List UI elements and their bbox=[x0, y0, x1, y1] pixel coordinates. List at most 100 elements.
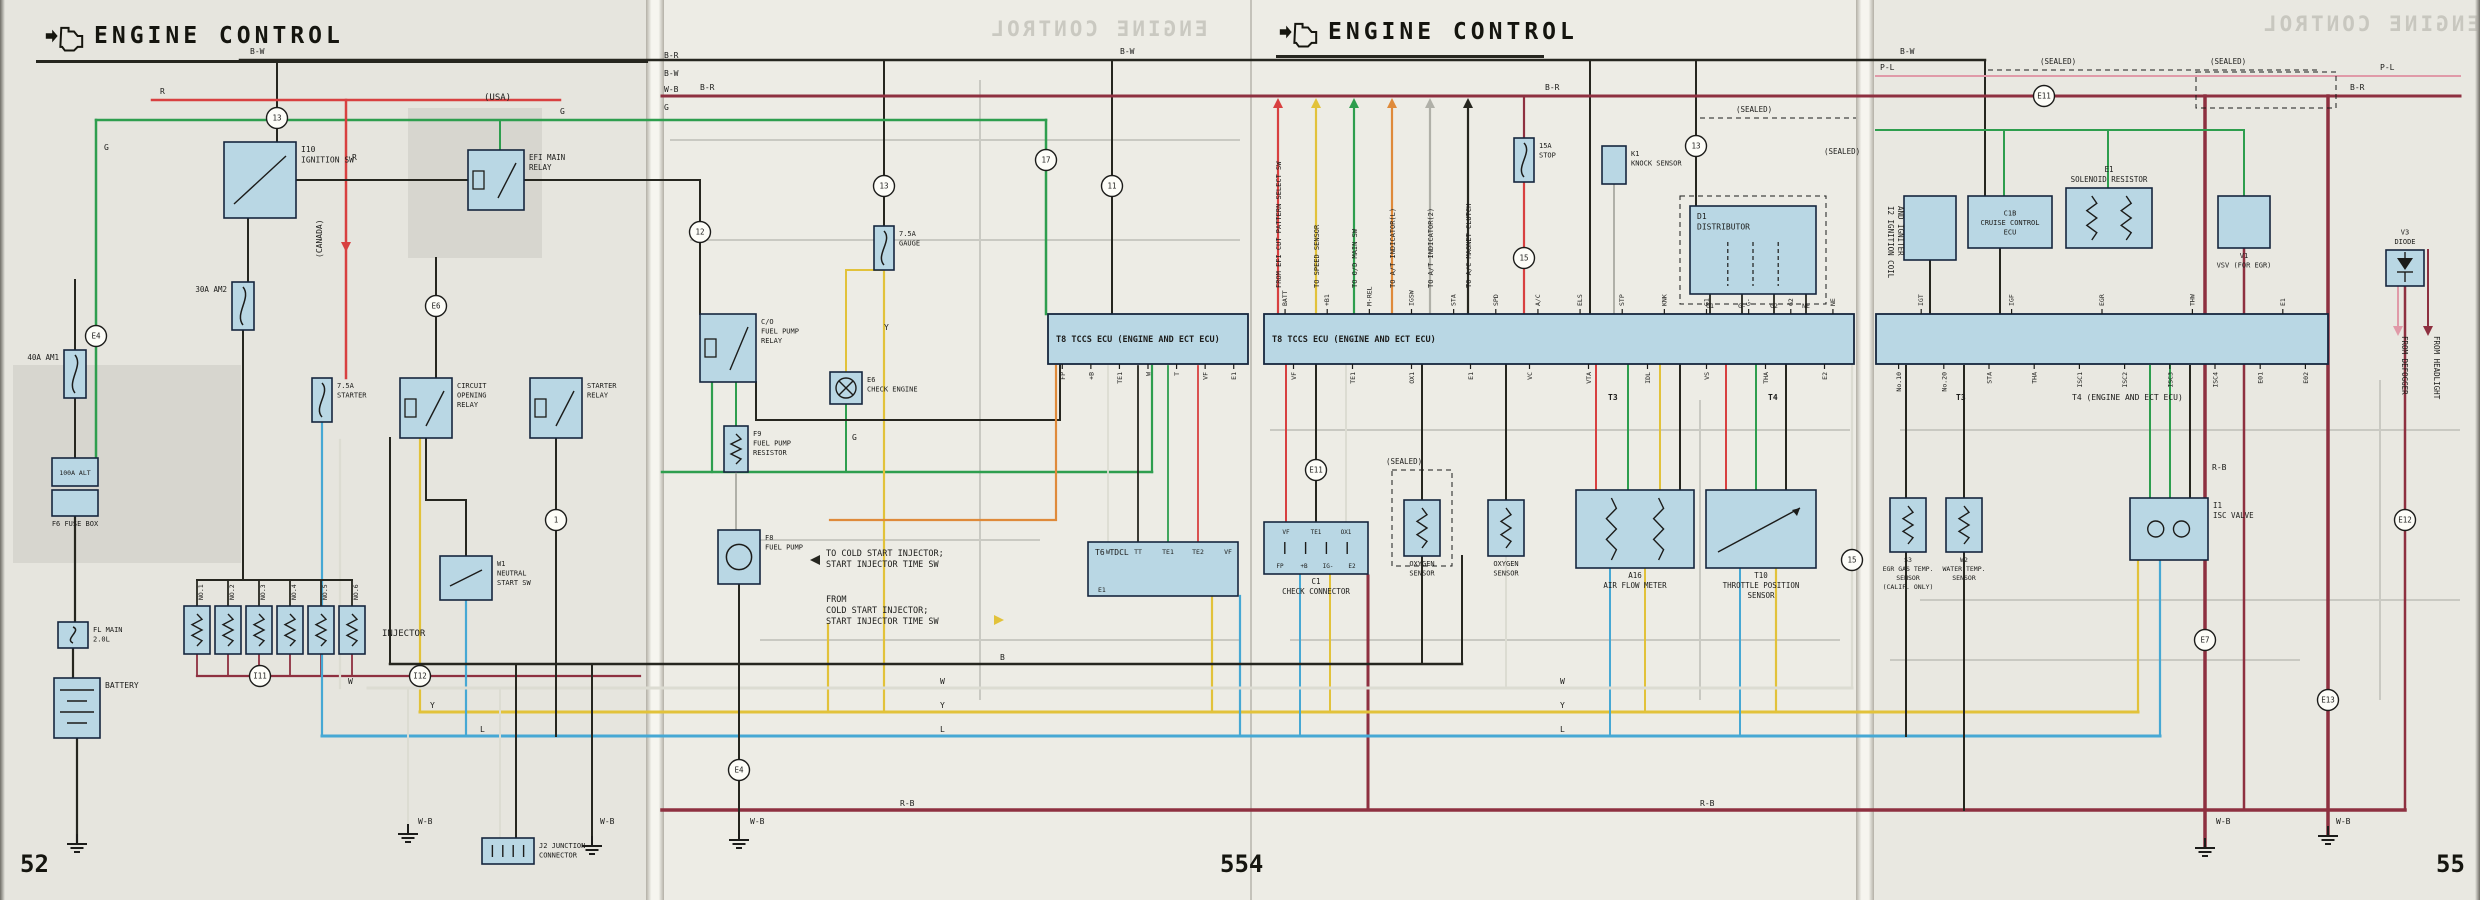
injector-5 bbox=[307, 605, 335, 655]
connector-circle bbox=[1684, 134, 1708, 158]
injector-1-symbol bbox=[190, 613, 204, 647]
wire-code-label: E1 bbox=[1098, 586, 1106, 594]
check-connector-label: CHECK CONNECTOR bbox=[1282, 587, 1350, 596]
fuel-pump-resistor-label: F9 bbox=[753, 430, 761, 438]
fuel-pump-relay-coil bbox=[704, 338, 717, 358]
circuit-opening-relay-symbol bbox=[425, 390, 445, 427]
fuel-pump-resistor bbox=[723, 425, 749, 473]
fuse-box bbox=[51, 489, 99, 517]
efi-main-relay-symbol bbox=[497, 162, 517, 199]
injector-3 bbox=[245, 605, 273, 655]
solenoid-resistor-label: E1 bbox=[2104, 165, 2113, 174]
ecu-bar-center-pin-label: IDL bbox=[1644, 372, 1652, 384]
ecu-bar-center-pin-label: E1 bbox=[1467, 372, 1475, 380]
oxygen-sensor-1-label: SENSOR bbox=[1409, 570, 1435, 578]
wire-code-label: Y bbox=[884, 323, 889, 332]
cruise-control-ecu-label: C1B bbox=[2004, 210, 2017, 218]
circuit-opening-relay-label: CIRCUIT bbox=[457, 382, 487, 390]
wire-code-label: G1 bbox=[1706, 302, 1714, 310]
fusible-link-main-label: 2.0L bbox=[93, 636, 110, 644]
battery bbox=[53, 677, 101, 739]
egr-gas-temp-sensor-label: SENSOR bbox=[1896, 574, 1920, 582]
wire-code-label: W-B bbox=[750, 817, 765, 826]
connector-circle bbox=[1034, 148, 1058, 172]
wire-YL bbox=[845, 269, 885, 373]
fuel-pump-relay-label: C/O bbox=[761, 318, 774, 326]
ignition-switch-symbol bbox=[233, 155, 287, 205]
connector-circle-label: 15 bbox=[1519, 254, 1528, 263]
wire-arrow bbox=[994, 615, 1004, 625]
center-fold bbox=[1250, 0, 1252, 900]
wire-arrow bbox=[1311, 98, 1321, 108]
wire-code-label: W bbox=[1106, 548, 1110, 556]
connector-circle bbox=[2316, 688, 2340, 712]
engine-icon bbox=[1279, 22, 1318, 48]
fuel-pump-label: F8 bbox=[765, 534, 773, 542]
junction-connector bbox=[481, 837, 535, 865]
connector-circle-label: I11 bbox=[253, 672, 267, 681]
connector-circle bbox=[84, 324, 108, 348]
wire-code-label: TO A/T INDICATOR(2) bbox=[1427, 208, 1435, 288]
ecu-bar-right-pin-label: No.20 bbox=[1940, 372, 1948, 392]
wire-arrow bbox=[1463, 98, 1473, 108]
connector-circle bbox=[872, 174, 896, 198]
ecu-bar-center-pin-label: THA bbox=[1762, 372, 1770, 384]
am2-fuse-label: 30A AM2 bbox=[195, 285, 227, 294]
ecu-bar-right-pin-label: ISC2 bbox=[2121, 372, 2129, 388]
wire-code-label: B-W bbox=[1900, 47, 1915, 56]
ecu-bar-left-label: T8 TCCS ECU (ENGINE AND ECT ECU) bbox=[1056, 335, 1220, 345]
wire-code-label: G- bbox=[1738, 302, 1746, 310]
connector-circle bbox=[544, 508, 568, 532]
check-engine-light-label: CHECK ENGINE bbox=[867, 386, 918, 394]
isc-valve bbox=[2129, 497, 2209, 561]
ecu-bar-center-pin-label: STA bbox=[1450, 294, 1458, 306]
water-temp-sensor-label: W2 bbox=[1960, 556, 1968, 564]
wire-code-label: Y bbox=[430, 701, 435, 710]
ecu-bar-left-pin-label: FP bbox=[1059, 372, 1067, 380]
connector-circle-label: 12 bbox=[695, 228, 704, 237]
wire-code-label: VF bbox=[1224, 548, 1232, 556]
connector-circle bbox=[1304, 458, 1328, 482]
page-number-center: 554 bbox=[1220, 850, 1264, 878]
fuel-pump-relay-label: FUEL PUMP bbox=[761, 328, 799, 336]
sealed-dashed-outline bbox=[1679, 195, 1827, 305]
wire-code-label: (SEALED) bbox=[2210, 57, 2246, 66]
injector-4-symbol bbox=[283, 613, 297, 647]
wire-code-label: TE1 bbox=[1162, 548, 1174, 556]
fuel-pump-label: FUEL PUMP bbox=[765, 544, 803, 552]
cruise-control-ecu-label: CRUISE CONTROL bbox=[1980, 219, 2039, 227]
connector-circle-label: E4 bbox=[734, 766, 744, 775]
connector-circle-label: E12 bbox=[2398, 516, 2412, 525]
wire-code-label: TE1 bbox=[1311, 529, 1322, 536]
wire-code-label: B-R bbox=[2350, 83, 2365, 92]
ecu-bar-left-pin-label: E1 bbox=[1230, 372, 1238, 380]
page-title-right: ENGINE CONTROL bbox=[1328, 19, 1578, 45]
injector-6 bbox=[338, 605, 366, 655]
connector-circle-label: I12 bbox=[413, 672, 427, 681]
wire-code-label: (USA) bbox=[484, 93, 511, 103]
right-paper-edge bbox=[2475, 0, 2480, 900]
connector-circle bbox=[408, 664, 432, 688]
egr-gas-temp-sensor-label: S3 bbox=[1904, 556, 1912, 564]
wire-code-label: E2 bbox=[1348, 563, 1356, 570]
page-seam-left bbox=[646, 0, 664, 900]
isc-valve-symbol bbox=[2147, 520, 2165, 538]
wire-code-label: COLD START INJECTOR; bbox=[826, 606, 928, 616]
wire-code-label: B-W bbox=[664, 69, 679, 78]
injector-2-symbol bbox=[221, 613, 235, 647]
ecu-bar-right-pin-label: E02 bbox=[2302, 372, 2310, 384]
wire-OR bbox=[828, 364, 1058, 522]
injector-3-symbol bbox=[252, 613, 266, 647]
solenoid-resistor bbox=[2065, 187, 2153, 249]
scan-shade bbox=[13, 365, 241, 563]
connector-circle bbox=[1840, 548, 1864, 572]
diode-label: DIODE bbox=[2394, 238, 2415, 246]
ecu-bar-center-pin-label: VS bbox=[1703, 372, 1711, 380]
starter-fuse-label: STARTER bbox=[337, 392, 367, 400]
diode-symbol bbox=[2397, 258, 2413, 270]
fuel-pump-relay-symbol bbox=[729, 326, 749, 371]
circuit-opening-relay-label: OPENING bbox=[457, 392, 487, 400]
ecu-bar-left-pin-label: W bbox=[1145, 372, 1153, 376]
page-55-background bbox=[1872, 0, 2480, 900]
am1-fuse-symbol bbox=[71, 354, 79, 394]
